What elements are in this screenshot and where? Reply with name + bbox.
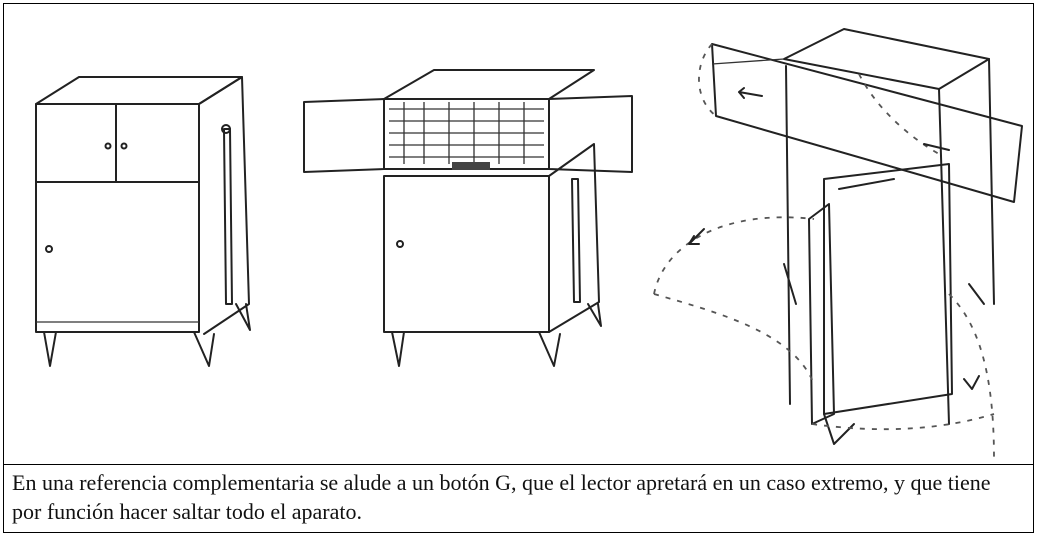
open-cabinet-drawing xyxy=(303,69,633,367)
caption-cell: En una referencia complementaria se alud… xyxy=(4,465,1033,534)
figure-table: En una referencia complementaria se alud… xyxy=(3,3,1034,533)
illustration-cell xyxy=(4,4,1033,465)
figure-caption: En una referencia complementaria se alud… xyxy=(12,470,991,524)
cabinet-illustration xyxy=(35,28,1023,460)
unfolding-cabinet-drawing xyxy=(653,28,1023,460)
closed-cabinet-drawing xyxy=(35,76,251,367)
